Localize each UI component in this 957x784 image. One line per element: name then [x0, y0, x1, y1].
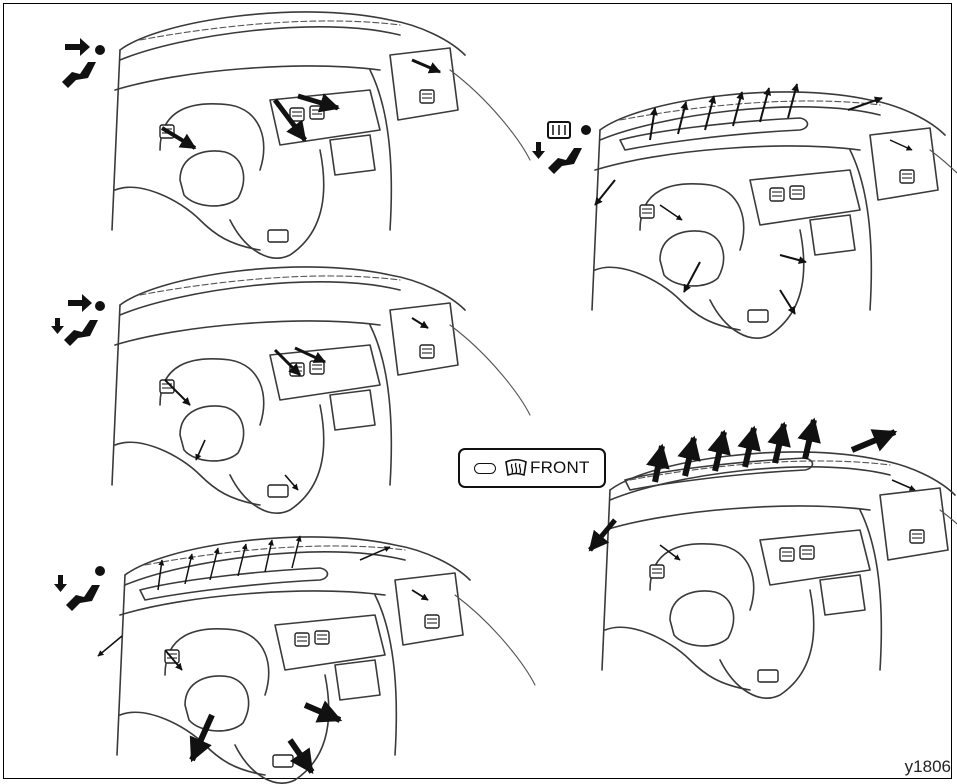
front-defroster-button: FRONT: [458, 448, 606, 488]
face-mode-icon: [62, 38, 105, 88]
figure-id: y1806: [905, 757, 951, 777]
panel-face: [62, 12, 530, 258]
bi-level-mode-icon: [51, 294, 105, 346]
airflow-arrow: [165, 318, 428, 490]
indicator-light: [474, 463, 496, 474]
panel-foot: [532, 84, 957, 338]
defroster-icon: [504, 458, 528, 478]
foot-mode-icon: [532, 122, 591, 174]
front-label: FRONT: [530, 458, 590, 478]
foot-defrost-mode-icon: [54, 566, 105, 611]
panel-defrost: [590, 420, 957, 698]
panel-foot-defrost: [54, 536, 535, 783]
